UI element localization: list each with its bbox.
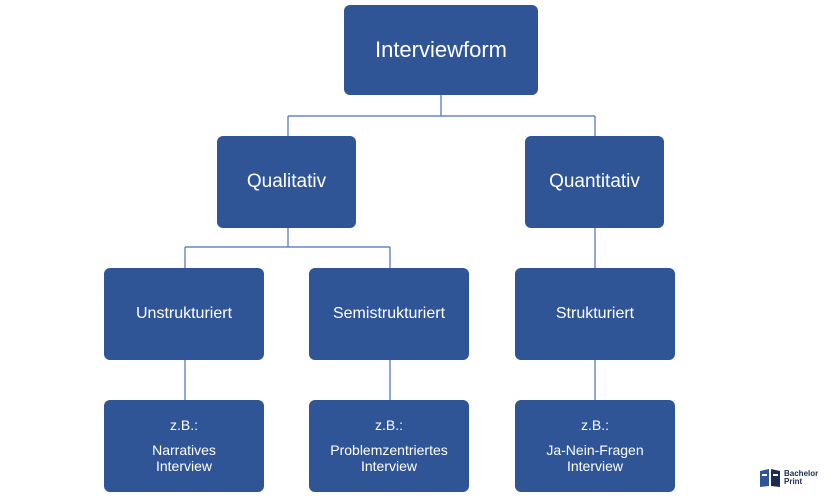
example-text: Ja-Nein-Fragen Interview xyxy=(546,441,644,475)
book-logo-icon xyxy=(760,469,780,487)
node-unstrukturiert: Unstrukturiert xyxy=(104,268,264,360)
node-qualitativ-label: Qualitativ xyxy=(246,171,327,192)
node-strukturiert-label: Strukturiert xyxy=(555,305,635,322)
example-prefix: z.B.: xyxy=(580,416,609,433)
node-example-narratives: z.B.: Narratives Interview xyxy=(104,400,264,492)
logo-line2: Print xyxy=(784,477,803,486)
node-interviewform: Interviewform xyxy=(344,5,538,95)
node-example-problemzentriert: z.B.: Problemzentriertes Interview xyxy=(309,400,469,492)
node-unstrukturiert-label: Unstrukturiert xyxy=(135,305,233,322)
node-semistrukturiert-label: Semistrukturiert xyxy=(332,305,446,322)
node-strukturiert: Strukturiert xyxy=(515,268,675,360)
node-example-ja-nein: z.B.: Ja-Nein-Fragen Interview xyxy=(515,400,675,492)
node-interviewform-label: Interviewform xyxy=(374,37,508,62)
node-quantitativ-label: Quantitativ xyxy=(549,171,640,192)
example-prefix: z.B.: xyxy=(169,416,198,433)
node-semistrukturiert: Semistrukturiert xyxy=(309,268,469,360)
logo-wordmark: Bachelor Print xyxy=(784,470,818,485)
example-prefix: z.B.: xyxy=(374,416,403,433)
node-quantitativ: Quantitativ xyxy=(525,136,664,228)
example-text: Narratives Interview xyxy=(152,441,216,475)
node-qualitativ: Qualitativ xyxy=(217,136,356,228)
example-text: Problemzentriertes Interview xyxy=(330,441,448,475)
logo-line1: Bachelor xyxy=(784,469,819,479)
bachelorprint-logo: Bachelor Print xyxy=(759,467,819,489)
